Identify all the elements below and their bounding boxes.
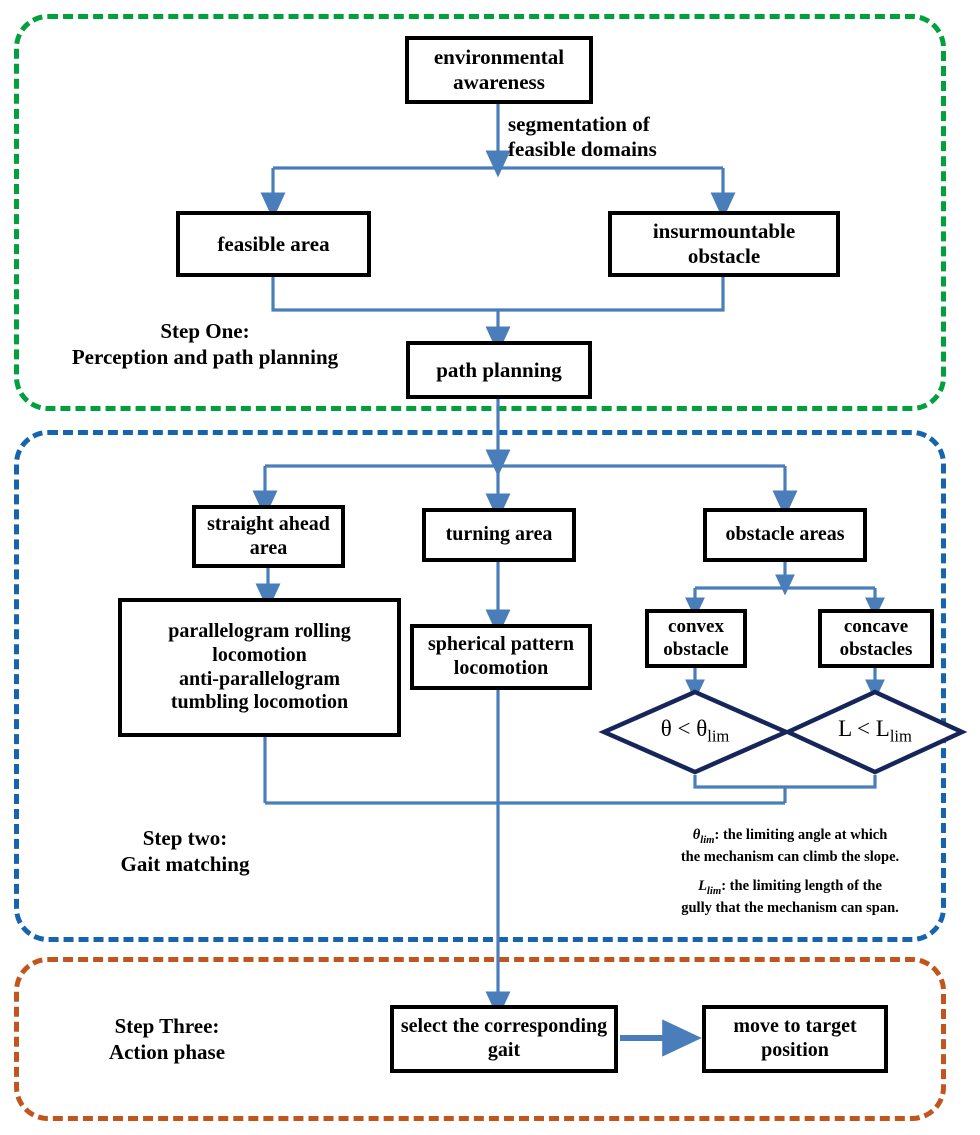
node-insurmountable-obstacle[interactable]: insurmountable obstacle [608,211,840,277]
node-environmental-awareness[interactable]: environmental awareness [405,36,593,104]
legend-text-line2: the mechanism can climb the slope. [680,848,900,865]
node-label: move to target position [733,1015,857,1061]
node-obstacle-areas[interactable]: obstacle areas [703,508,867,562]
legend-text-line2: gully that the mechanism can span. [681,899,899,916]
node-concave-obstacles[interactable]: concave obstacles [818,609,934,668]
phase-container-step-one [14,14,946,411]
decision-theta-limit[interactable]: θ < θlim [605,716,785,747]
node-spherical-pattern-locomotion[interactable]: spherical pattern locomotion [410,624,592,690]
legend-symbol: L [698,877,707,894]
legend-item-theta: θlim: the limiting angle at which the me… [640,826,940,867]
node-label: turning area [445,523,553,546]
node-label: select the corresponding gait [400,1015,608,1061]
node-select-gait[interactable]: select the corresponding gait [390,1005,618,1073]
phase-label-step-three: Step Three: Action phase [108,1014,226,1065]
node-convex-obstacle[interactable]: convex obstacle [645,609,747,668]
node-move-to-target[interactable]: move to target position [702,1005,888,1073]
node-turning-area[interactable]: turning area [422,508,576,562]
decision-subscript: lim [707,726,730,746]
node-label: convex obstacle [663,616,729,660]
legend-subscript: lim [700,833,715,846]
phase-container-step-three [14,957,946,1121]
node-feasible-area[interactable]: feasible area [176,211,371,277]
phase-label-step-one: Step One: Perception and path planning [71,319,339,370]
decision-label: L < L [838,716,890,741]
phase-label-step-two: Step two: Gait matching [120,826,250,877]
node-path-planning[interactable]: path planning [406,341,592,399]
node-label: path planning [436,357,562,382]
phase-container-step-two [14,430,946,942]
node-label: insurmountable obstacle [652,219,796,268]
node-label: environmental awareness [433,45,565,94]
node-label: obstacle areas [725,523,845,546]
decision-subscript: lim [889,726,912,746]
node-label: spherical pattern locomotion [427,633,575,679]
legend-text-line1: : the limiting angle at which [714,827,888,843]
node-label: feasible area [217,231,330,256]
edge-label-segmentation: segmentation of feasible domains [508,112,657,162]
node-label: straight ahead area [207,512,330,559]
legend-symbol-definitions: θlim: the limiting angle at which the me… [640,826,940,917]
node-label: concave obstacles [839,616,913,660]
legend-item-length: Llim: the limiting length of the gully t… [640,877,940,918]
decision-label: θ < θ [660,716,708,741]
legend-text-line1: : the limiting length of the [721,877,882,894]
legend-symbol: θ [692,827,701,843]
decision-length-limit[interactable]: L < Llim [789,716,961,747]
node-straight-ahead-area[interactable]: straight ahead area [192,505,345,568]
legend-subscript: lim [706,884,722,897]
